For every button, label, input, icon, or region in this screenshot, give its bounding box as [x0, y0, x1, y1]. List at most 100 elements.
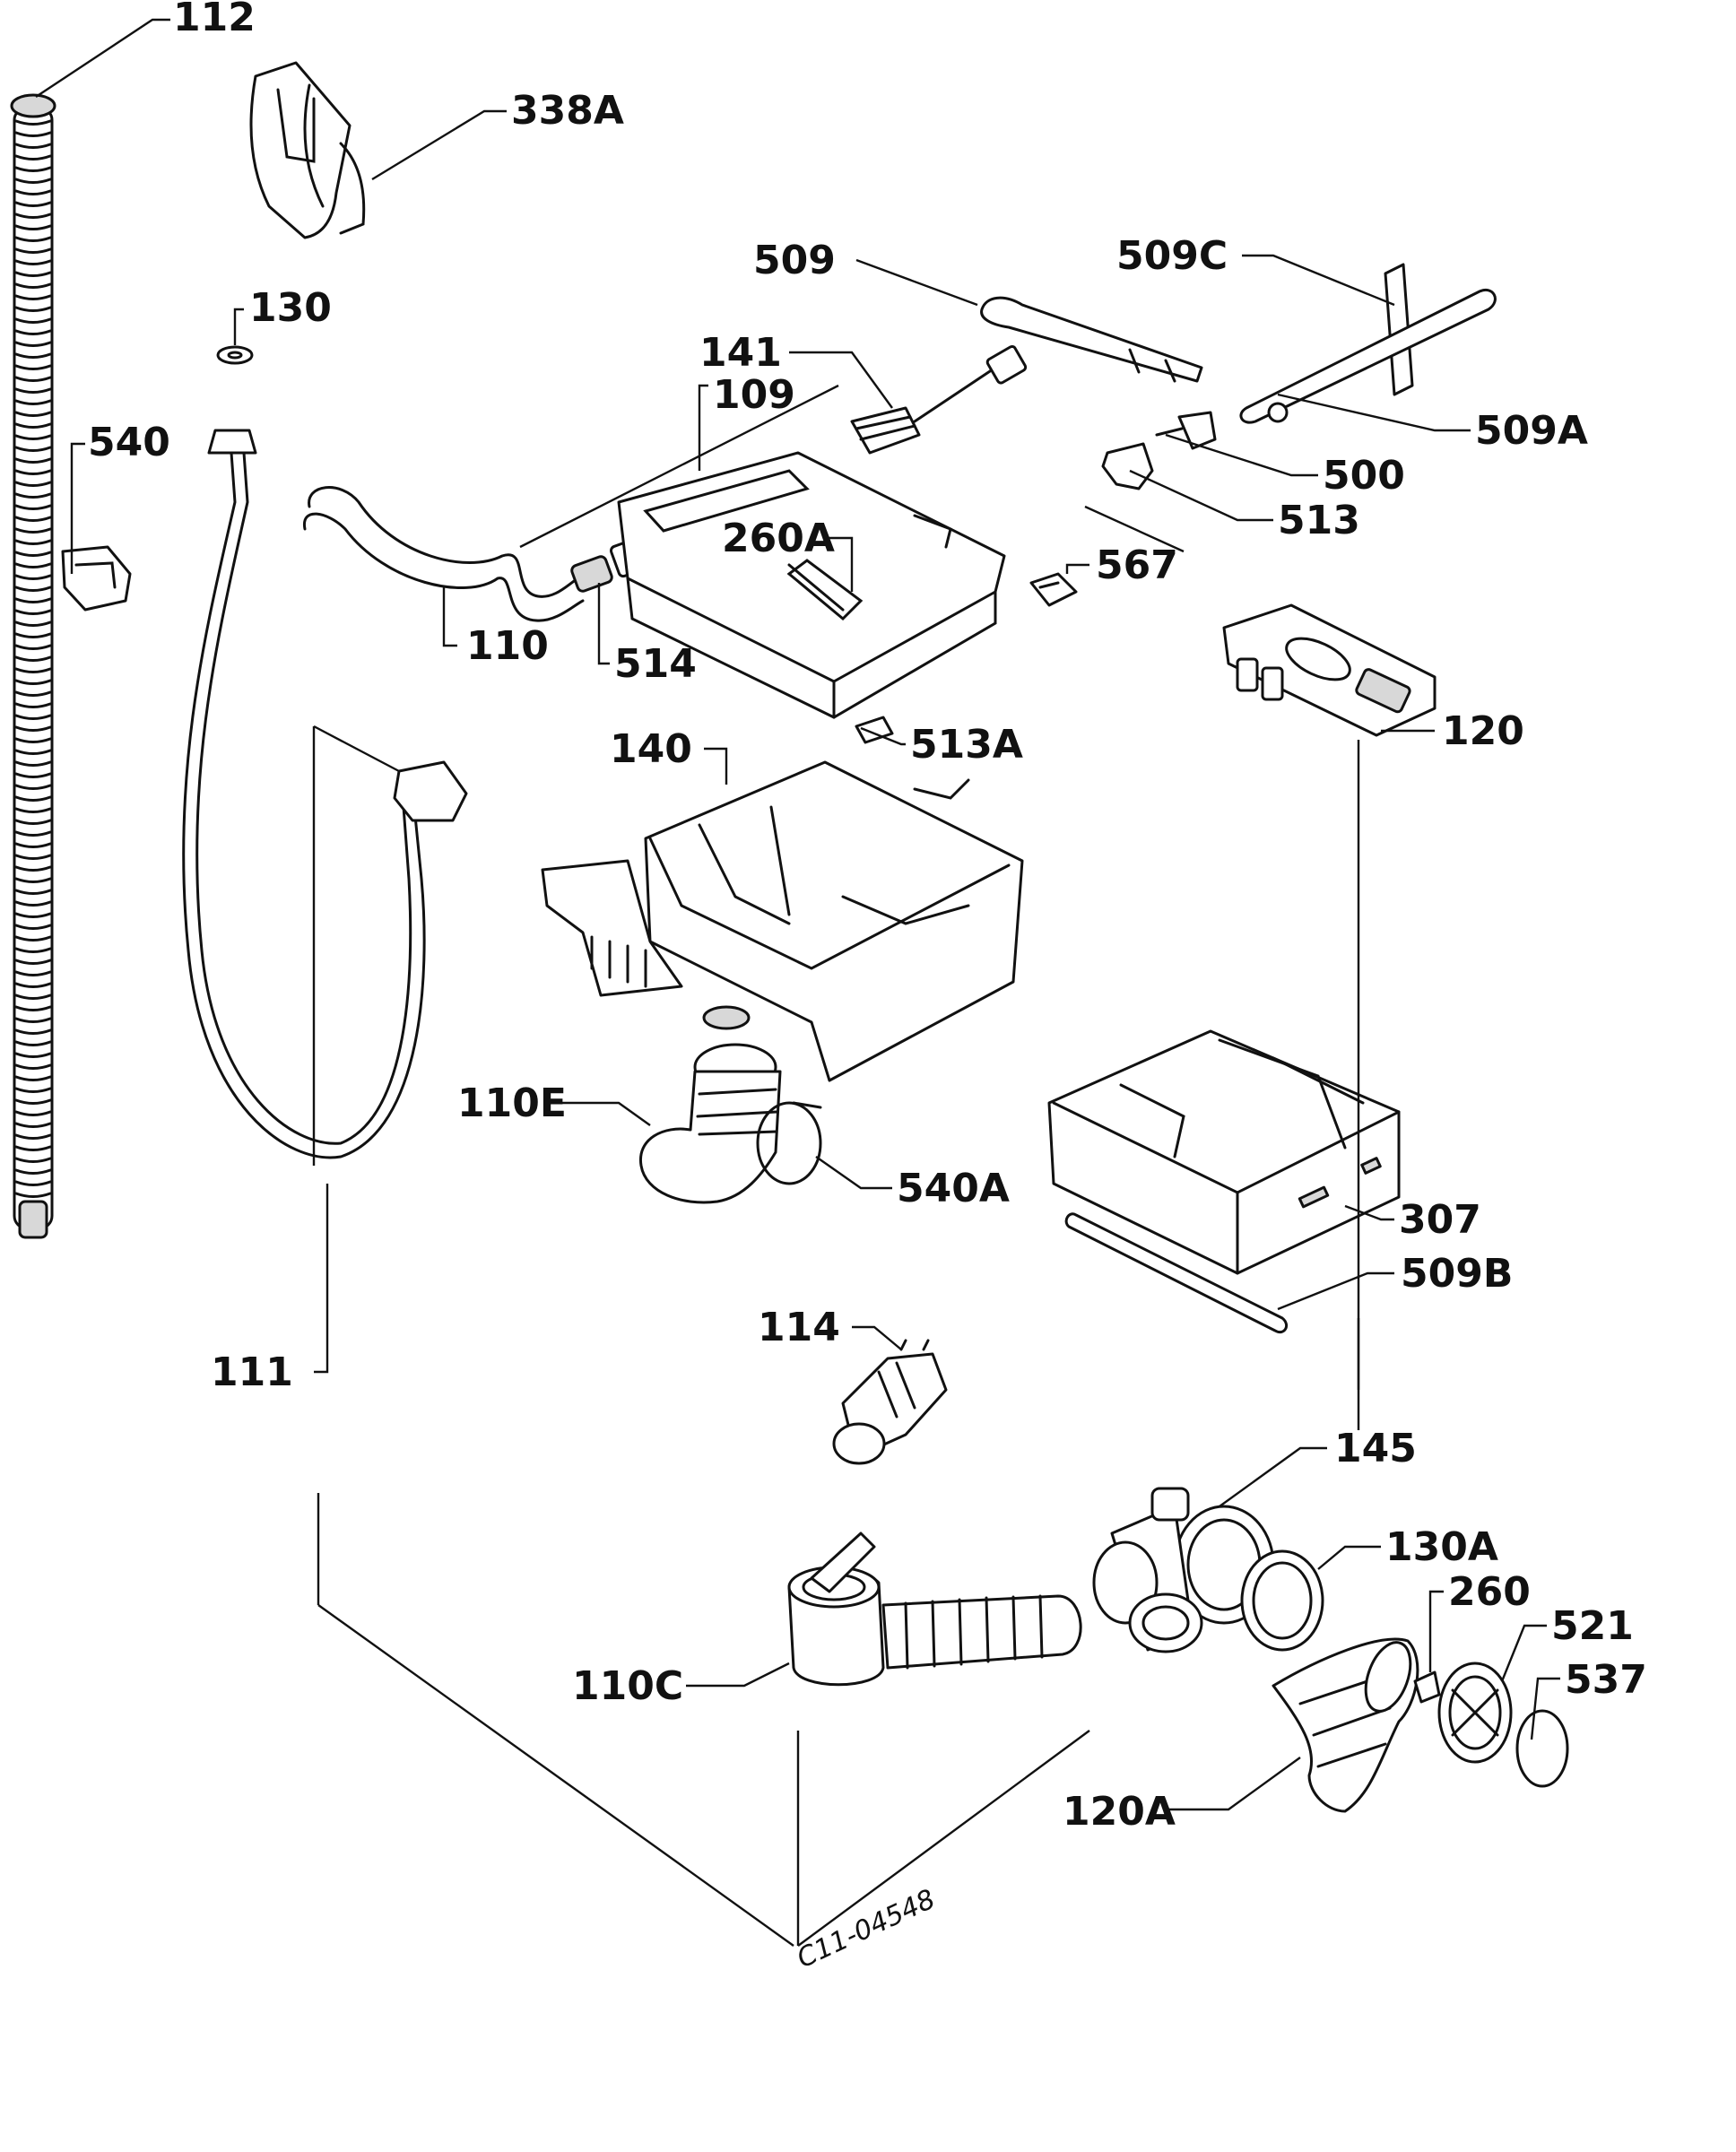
hose-corrugation-ring — [14, 1028, 52, 1035]
hose-corrugation-ring — [14, 422, 52, 429]
label-307: 307 — [1399, 1197, 1481, 1243]
hose-corrugation-ring — [14, 912, 52, 918]
part-130-washer — [216, 345, 254, 365]
hose-corrugation-ring — [14, 469, 52, 475]
hose-corrugation-ring — [14, 562, 52, 568]
hose-corrugation-ring — [14, 492, 52, 499]
hose-corrugation-ring — [14, 1157, 52, 1163]
hose-corrugation-ring — [14, 1168, 52, 1175]
label-120a: 120A — [1063, 1789, 1176, 1835]
hose-corrugation-ring — [14, 1087, 52, 1093]
hose-corrugation-ring — [14, 224, 52, 230]
hose-corrugation-ring — [14, 131, 52, 137]
label-145: 145 — [1334, 1426, 1417, 1471]
hose-corrugation-ring — [14, 749, 52, 755]
leader-lines — [35, 18, 1560, 1947]
hose-corrugation-ring — [14, 189, 52, 195]
hose-corrugation-ring — [14, 457, 52, 464]
hose-corrugation-ring — [14, 166, 52, 172]
label-509c: 509C — [1116, 233, 1228, 279]
hose-corrugation-ring — [14, 935, 52, 941]
label-130a: 130A — [1385, 1524, 1498, 1570]
hose-corrugation-ring — [14, 632, 52, 638]
hose-corrugation-ring — [14, 399, 52, 405]
hose-corrugation-ring — [14, 434, 52, 440]
hose-corrugation-ring — [14, 865, 52, 872]
hose-corrugation-ring — [14, 329, 52, 335]
hose-corrugation-ring — [14, 143, 52, 149]
hose-corrugation-ring — [14, 527, 52, 534]
part-114-filter-unit — [832, 1339, 948, 1465]
hose-corrugation-ring — [14, 306, 52, 312]
hose-corrugation-ring — [14, 772, 52, 778]
part-112-drain-hose — [10, 93, 56, 1239]
hose-corrugation-ring — [14, 994, 52, 1000]
hose-corrugation-ring — [14, 1005, 52, 1011]
hose-corrugation-ring — [14, 690, 52, 697]
hose-corrugation-ring — [14, 504, 52, 510]
hose-corrugation-ring — [14, 737, 52, 743]
hose-corrugation-ring — [14, 516, 52, 522]
label-141: 141 — [699, 330, 782, 376]
label-260a: 260A — [722, 516, 835, 561]
label-567: 567 — [1096, 542, 1178, 588]
hose-corrugation-ring — [14, 620, 52, 627]
hose-corrugation-ring — [14, 201, 52, 207]
hose-corrugation-ring — [14, 178, 52, 184]
label-130: 130 — [249, 285, 332, 331]
part-500-plug — [1155, 411, 1217, 450]
hose-corrugation-ring — [14, 352, 52, 359]
hose-corrugation-ring — [14, 1180, 52, 1186]
hose-corrugation-ring — [14, 877, 52, 883]
hose-corrugation-ring — [14, 982, 52, 988]
label-500: 500 — [1323, 453, 1405, 499]
part-338a-hook — [249, 61, 366, 239]
part-260a-spring — [786, 559, 864, 621]
label-513: 513 — [1278, 498, 1360, 543]
part-567-catch — [1029, 572, 1078, 607]
hose-corrugation-ring — [14, 702, 52, 708]
hose-corrugation-ring — [14, 760, 52, 767]
hose-corrugation-ring — [14, 574, 52, 580]
label-537: 537 — [1565, 1657, 1647, 1703]
part-509b-rod — [1064, 1212, 1288, 1333]
label-540: 540 — [88, 420, 170, 465]
hose-corrugation-ring — [14, 1098, 52, 1105]
part-521-filter-cap — [1437, 1662, 1513, 1764]
label-120: 120 — [1442, 708, 1524, 754]
part-120-handle-panel — [1222, 603, 1437, 737]
hose-corrugation-ring — [14, 889, 52, 895]
hose-corrugation-ring — [14, 586, 52, 592]
part-307-detergent-drawer — [1047, 1029, 1401, 1275]
label-114: 114 — [758, 1305, 840, 1350]
label-514: 514 — [614, 641, 697, 687]
hose-corrugation-ring — [14, 609, 52, 615]
label-509b: 509B — [1401, 1251, 1513, 1297]
hose-corrugation-ring — [14, 1192, 52, 1198]
hose-corrugation-ring — [14, 1075, 52, 1081]
part-509a-rod — [1239, 288, 1497, 424]
hose-corrugation-ring — [14, 807, 52, 813]
hose-corrugation-ring — [14, 1040, 52, 1046]
hose-corrugation-ring — [14, 364, 52, 370]
part-110e-bellows-hose — [639, 1043, 782, 1204]
part-130a-seal-ring — [1240, 1549, 1324, 1652]
hose-corrugation-ring — [14, 819, 52, 825]
hose-corrugation-ring — [14, 854, 52, 860]
label-140: 140 — [610, 726, 692, 772]
label-110e: 110E — [457, 1080, 567, 1126]
hose-corrugation-ring — [14, 247, 52, 254]
label-110c: 110C — [572, 1663, 683, 1709]
hose-corrugation-ring — [14, 213, 52, 219]
hose-corrugation-ring — [14, 1145, 52, 1151]
hose-corrugation-ring — [14, 376, 52, 382]
hose-corrugation-ring — [14, 154, 52, 161]
part-513-clip — [1101, 442, 1154, 490]
hose-corrugation-ring — [14, 725, 52, 732]
hose-corrugation-ring — [14, 119, 52, 126]
part-540a-clamp — [756, 1101, 822, 1185]
part-120a-filter-insert — [1272, 1637, 1419, 1813]
hose-corrugation-ring — [14, 271, 52, 277]
hose-corrugation-ring — [14, 259, 52, 265]
